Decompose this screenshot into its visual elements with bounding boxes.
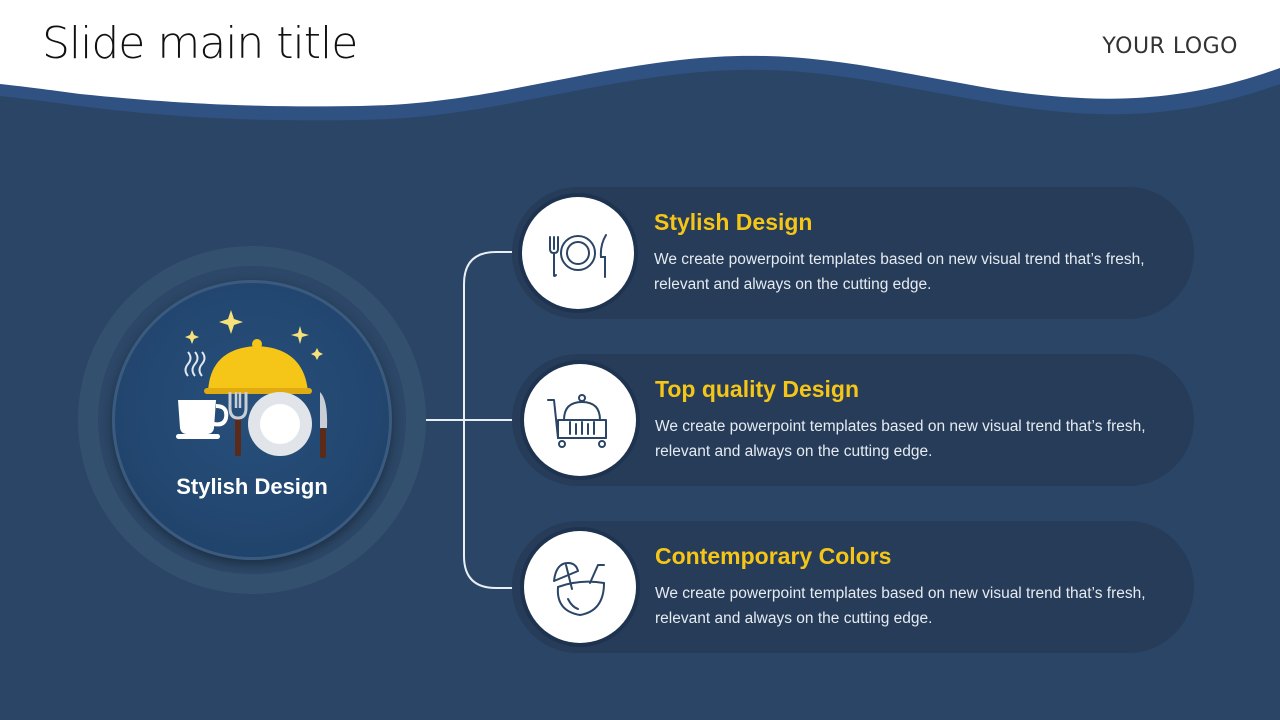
card-body: We create powerpoint templates based on … — [655, 585, 1146, 627]
header-wave — [0, 0, 1280, 121]
feature-card-top-quality-design: Top quality Design We create powerpoint … — [512, 354, 1194, 486]
logo-text: YOUR LOGO — [1102, 34, 1238, 59]
icon-circle — [524, 531, 636, 643]
center-label: Stylish Design — [176, 474, 328, 499]
slide-title: Slide main title — [42, 18, 358, 69]
card-body: We create powerpoint templates based on … — [655, 418, 1146, 460]
card-body: We create powerpoint templates based on … — [654, 251, 1145, 293]
plate-cutlery-icon — [549, 234, 607, 278]
icon-circle — [522, 197, 634, 309]
feature-card-stylish-design: Stylish Design We create powerpoint temp… — [512, 187, 1194, 319]
card-heading: Stylish Design — [654, 209, 813, 235]
room-service-cart-icon — [547, 394, 607, 448]
icon-circle — [524, 364, 636, 476]
coconut-drink-icon — [553, 562, 605, 616]
card-heading: Contemporary Colors — [655, 543, 892, 569]
card-heading: Top quality Design — [655, 376, 860, 402]
serving-cloche-icon — [176, 310, 328, 458]
feature-card-contemporary-colors: Contemporary Colors We create powerpoint… — [512, 521, 1194, 653]
